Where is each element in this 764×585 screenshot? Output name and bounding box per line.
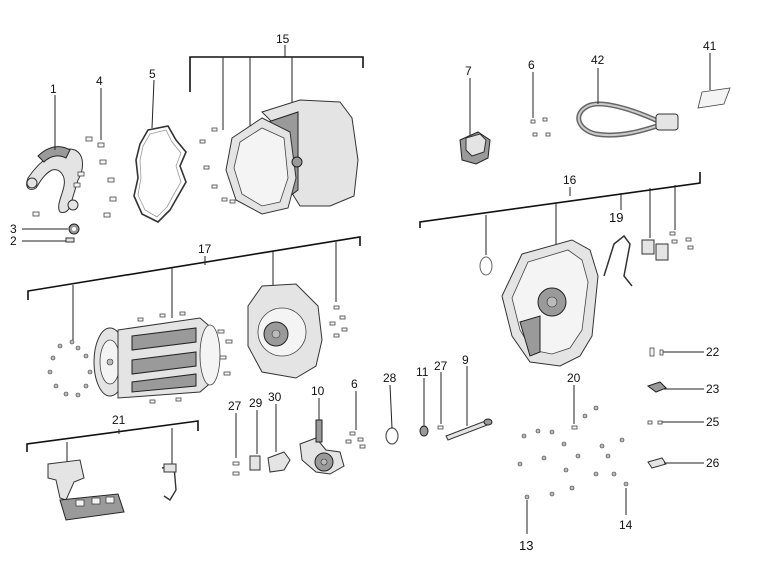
callout-28: 28 (383, 371, 397, 385)
part-3-washer (68, 223, 80, 235)
callout-22: 22 (706, 345, 720, 359)
part-26-clip (647, 457, 667, 469)
part-4-screws (32, 136, 117, 218)
part-17-end-plate (247, 283, 323, 379)
callout-16: 16 (563, 173, 577, 187)
callout-13: 13 (519, 538, 533, 553)
part-19-bracket-wire (603, 234, 633, 287)
callout-41: 41 (703, 39, 717, 53)
part-25-screw (647, 420, 663, 425)
callout-9: 9 (462, 353, 469, 367)
part-10-output-shaft (299, 419, 345, 475)
callout-19: 19 (609, 210, 623, 225)
part-17-screws (329, 305, 348, 338)
callout-23: 23 (706, 382, 720, 396)
part-41-label (697, 87, 731, 109)
callout-29: 29 (249, 396, 263, 410)
part-21-control-board (47, 459, 125, 521)
part-1-carry-handle (26, 146, 83, 213)
part-9-rod (445, 418, 493, 441)
callout-6-mid: 6 (351, 377, 358, 391)
part-20-screw-field (517, 405, 629, 500)
callout-21: 21 (112, 413, 126, 427)
callout-7: 7 (465, 64, 472, 78)
callout-26: 26 (706, 456, 720, 470)
part-5-gasket (133, 125, 187, 223)
part-16-gearbox-housing (501, 239, 599, 367)
part-28-o-ring (385, 427, 399, 445)
callout-30: 30 (268, 390, 282, 404)
callout-5: 5 (149, 67, 156, 81)
part-17-stator-pins (137, 311, 233, 404)
part-2-screw (65, 237, 75, 243)
part-15-housing-cover (225, 99, 359, 215)
callout-11: 11 (416, 365, 429, 379)
part-7-motor-connector (459, 131, 491, 165)
callout-15: 15 (276, 32, 290, 46)
part-30-switch-bracket (267, 451, 291, 473)
part-27-screw-right (437, 425, 444, 430)
part-17-stator (117, 317, 221, 399)
part-27-screws-left (232, 461, 240, 476)
part-29-switch (249, 455, 261, 471)
callout-20: 20 (567, 371, 581, 385)
part-15-screws (199, 127, 236, 204)
callout-3: 3 (10, 222, 17, 236)
callout-10: 10 (311, 384, 325, 398)
callout-6-top: 6 (528, 58, 535, 72)
part-22-pin (649, 347, 664, 357)
part-6-screws-top (530, 117, 551, 137)
callout-2: 2 (10, 234, 17, 248)
callout-27-right: 27 (434, 359, 448, 373)
part-16-brackets (641, 231, 694, 261)
callout-42: 42 (591, 53, 605, 67)
part-42-lanyard (576, 101, 679, 138)
callout-27-left: 27 (228, 399, 242, 413)
callout-4: 4 (96, 74, 103, 88)
part-11-bushing (419, 425, 429, 437)
callout-1: 1 (50, 82, 57, 96)
part-6-screws-mid (345, 431, 366, 449)
part-23-latch (646, 381, 667, 393)
part-21-cable-bracket (161, 463, 177, 501)
part-16-o-ring (479, 256, 493, 276)
callout-14: 14 (619, 518, 633, 532)
part-17-magnet-ring (47, 339, 93, 398)
callout-25: 25 (706, 415, 720, 429)
callout-17: 17 (198, 242, 212, 256)
